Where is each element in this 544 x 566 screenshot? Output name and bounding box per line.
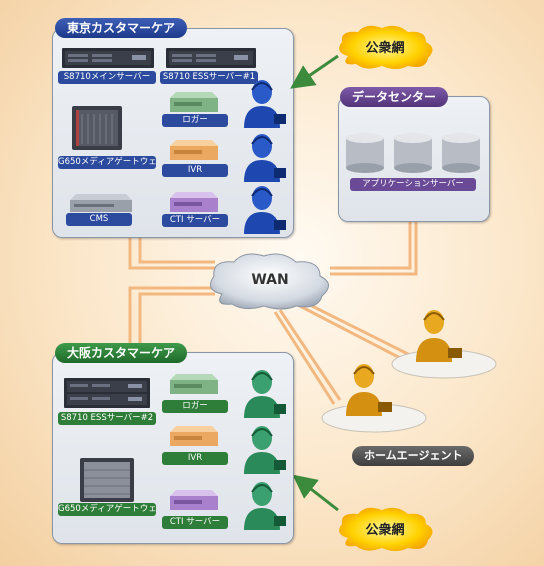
- logger-device-label: ロガー: [162, 400, 228, 413]
- public-network-label: 公衆網: [365, 41, 405, 56]
- logger-device-icon: [170, 374, 218, 394]
- ivr-device-icon: [170, 140, 218, 160]
- agent-icon: [236, 364, 288, 420]
- g650-gateway-label: G650メディアゲートウェイ: [58, 156, 156, 169]
- ivr-device-label: IVR: [162, 164, 228, 177]
- database-icon: [344, 132, 484, 174]
- logger-device-label: ロガー: [162, 114, 228, 127]
- agent-icon: [236, 476, 288, 532]
- cms-server-icon: [70, 194, 132, 212]
- s8710-ess1-server-label: S8710 ESSサーバー#1: [160, 71, 258, 84]
- public-network-label: 公衆網: [365, 523, 405, 538]
- agent-icon: [236, 74, 288, 130]
- home-agent-label: ホームエージェント: [352, 446, 475, 466]
- tokyo-panel-title: 東京カスタマーケア: [55, 18, 188, 38]
- wan-cloud-icon: [200, 250, 340, 312]
- s8710-ess1-server-icon: [166, 48, 256, 68]
- ivr-device-icon: [170, 426, 218, 446]
- wan-label: WAN: [251, 272, 289, 288]
- cti-server-label: CTI サーバー: [162, 516, 228, 529]
- cti-server-label: CTI サーバー: [162, 214, 228, 227]
- app-server-label: アプリケーションサーバー: [350, 178, 476, 191]
- g650-gateway-icon: [80, 458, 134, 502]
- agent-icon: [236, 128, 288, 184]
- cti-server-icon: [170, 490, 218, 510]
- agent-icon: [236, 180, 288, 236]
- s8710-main-server-label: S8710メインサーバー: [58, 71, 156, 84]
- cms-server-label: CMS: [66, 213, 132, 226]
- public-network-cloud-icon: [330, 504, 440, 554]
- s8710-ess2-server-label: S8710 ESSサーバー#2: [58, 412, 156, 425]
- g650-gateway-label: G650メディアゲートウェイ: [58, 503, 156, 516]
- ivr-device-label: IVR: [162, 452, 228, 465]
- cti-server-icon: [170, 192, 218, 212]
- home-agent-icon: [388, 304, 498, 380]
- logger-device-icon: [170, 92, 218, 112]
- osaka-panel-title: 大阪カスタマーケア: [55, 343, 188, 363]
- s8710-main-server-icon: [62, 48, 154, 68]
- home-agent-icon: [318, 358, 428, 434]
- agent-icon: [236, 420, 288, 476]
- s8710-ess2-server-icon: [64, 378, 150, 408]
- g650-gateway-icon: [72, 106, 122, 150]
- datacenter-panel-title: データセンター: [340, 87, 449, 107]
- public-network-cloud-icon: [330, 22, 440, 72]
